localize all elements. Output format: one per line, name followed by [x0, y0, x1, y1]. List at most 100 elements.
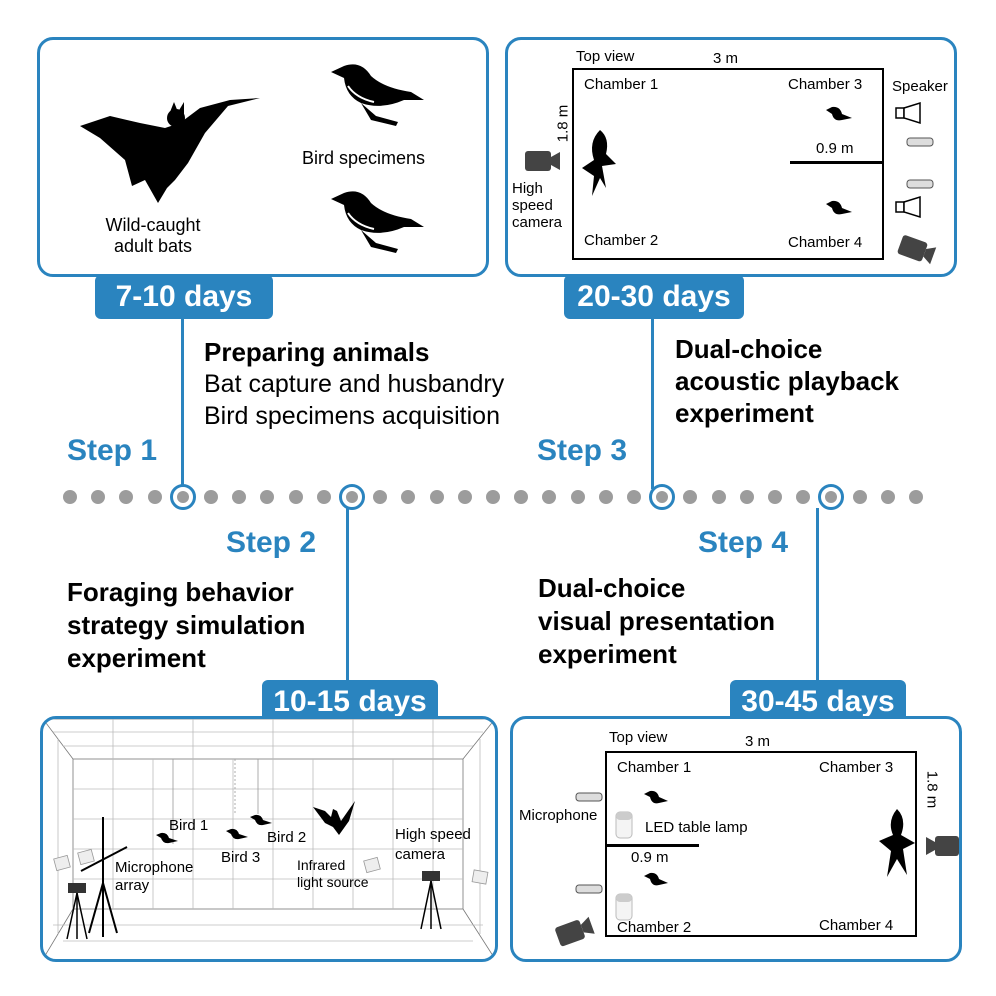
microphone-bottom-icon-4 [575, 884, 603, 894]
step2-line2: strategy simulation [67, 610, 306, 640]
chamber2-label-4: Chamber 2 [617, 919, 692, 936]
step4-description: Dual-choice visual presentation experime… [538, 572, 775, 671]
camera-label-line1: High [512, 180, 543, 197]
timeline-dot [401, 490, 416, 504]
chamber4-label-4: Chamber 4 [819, 917, 894, 934]
height-label-4: 1.8 m [923, 770, 941, 809]
timeline-dot [627, 490, 641, 504]
timeline-dot [288, 490, 303, 504]
timeline-dot [852, 490, 867, 504]
flying-bat-icon [313, 801, 355, 835]
room-perspective [43, 719, 495, 959]
led-lamp-bottom-icon [615, 893, 633, 921]
cam-label-line1: High speed [395, 826, 471, 843]
timeline-dot [457, 490, 472, 504]
timeline-dot [711, 490, 726, 504]
high-speed-camera-label: High speed camera [395, 825, 471, 865]
step2-line1: Foraging behavior [67, 577, 294, 607]
led-lamp-label: LED table lamp [645, 819, 748, 836]
chamber4-label: Chamber 4 [788, 234, 863, 251]
timeline-dot [739, 490, 754, 504]
divider-line [790, 161, 884, 164]
timeline-dot [204, 490, 218, 504]
timeline-dot [316, 490, 331, 504]
bird2-label: Bird 2 [267, 829, 307, 846]
microphone-bottom-icon [906, 179, 934, 189]
step4-line2: visual presentation [538, 606, 775, 636]
connector-step4 [816, 508, 819, 684]
timeline-dot [429, 490, 444, 504]
bird-bottom-right-icon [826, 200, 852, 215]
timeline-step-marker [339, 484, 365, 510]
panel-foraging-simulation: Bird 1 Bird 2 Bird 3 Microphone array In… [40, 716, 498, 962]
panel-acoustic-playback: Top view 3 m 1.8 m Chamber 1 Chamber 2 C… [505, 37, 957, 277]
chamber-outline [572, 68, 884, 260]
step4-line1: Dual-choice [538, 573, 686, 603]
camera-label-line3: camera [512, 214, 563, 231]
step3-description: Dual-choice acoustic playback experiment [675, 333, 899, 429]
timeline-dot [909, 490, 923, 504]
step4-line3: experiment [538, 639, 677, 669]
timeline-dot [542, 490, 557, 504]
cam-label-line2: camera [395, 846, 446, 863]
timeline-dot [768, 490, 782, 504]
infrared-label-line2: light source [297, 874, 369, 890]
step1-line1: Bat capture and husbandry [204, 370, 505, 398]
camera-label-line2: speed [512, 197, 553, 214]
led-lamp-top-icon [615, 811, 633, 839]
top-view-label-4: Top view [609, 729, 668, 746]
bat-top-view-icon-4 [879, 809, 915, 877]
timeline-dot [880, 490, 895, 504]
bird2-icon [250, 814, 272, 826]
timeline-dot [147, 490, 162, 504]
chamber2-label: Chamber 2 [584, 232, 659, 249]
timeline-dot [683, 490, 698, 504]
step1-line2: Bird specimens acquisition [204, 402, 500, 430]
timeline-step-marker [169, 484, 196, 510]
timeline-dot [570, 490, 585, 504]
connector-step2 [346, 508, 349, 684]
bat-top-view-icon [582, 130, 616, 196]
timeline-dot [486, 490, 500, 504]
microphone-label-4: Microphone [519, 807, 598, 824]
timeline-dot [514, 490, 529, 504]
panel-visual-presentation: Top view 3 m 1.8 m Chamber 1 Chamber 2 C… [510, 716, 962, 962]
bird3-label: Bird 3 [221, 849, 261, 866]
step1-label: Step 1 [67, 434, 158, 467]
step1-description: Preparing animals Bat capture and husban… [204, 336, 504, 432]
divider-line-4 [605, 844, 699, 847]
step2-label: Step 2 [226, 526, 317, 559]
step3-line1: Dual-choice [675, 334, 823, 364]
microphone-top-icon [906, 137, 934, 147]
mic-label-line1: Microphone [115, 859, 194, 876]
height-label: 1.8 m [554, 104, 572, 143]
bird-top-right-icon [826, 106, 852, 121]
chamber3-label: Chamber 3 [788, 76, 863, 93]
duration-badge-step3: 20-30 days [564, 275, 744, 319]
microphone-array-icon [80, 817, 128, 937]
duration-badge-step1: 7-10 days [95, 275, 273, 319]
step2-description: Foraging behavior strategy simulation ex… [67, 576, 305, 675]
speaker-top-icon [895, 101, 921, 125]
top-view-label: Top view [576, 48, 635, 65]
camera-tripod-right-icon [420, 871, 442, 930]
bird-specimen-1-icon [331, 64, 424, 126]
bird-specimens-label: Bird specimens [302, 148, 426, 168]
width-label: 3 m [713, 50, 739, 67]
bats-label-line1: Wild-caught [105, 215, 201, 235]
width-label-4: 3 m [745, 733, 771, 750]
bird1-icon [156, 832, 178, 844]
timeline-dot [260, 490, 275, 504]
timeline-dot [232, 490, 247, 504]
camera-left-icon [525, 151, 560, 171]
camera-right-icon-4 [926, 836, 959, 856]
step1-title: Preparing animals [204, 337, 430, 367]
mic-label-line2: array [115, 877, 150, 894]
bird1-label: Bird 1 [169, 817, 209, 834]
bird3-icon [226, 828, 248, 840]
microphone-array-label: Microphone array [115, 859, 193, 895]
bird-bottom-icon-4 [644, 872, 668, 886]
divider-label: 0.9 m [816, 140, 854, 157]
microphone-top-icon-4 [575, 792, 603, 802]
speaker-bottom-icon [895, 195, 921, 219]
